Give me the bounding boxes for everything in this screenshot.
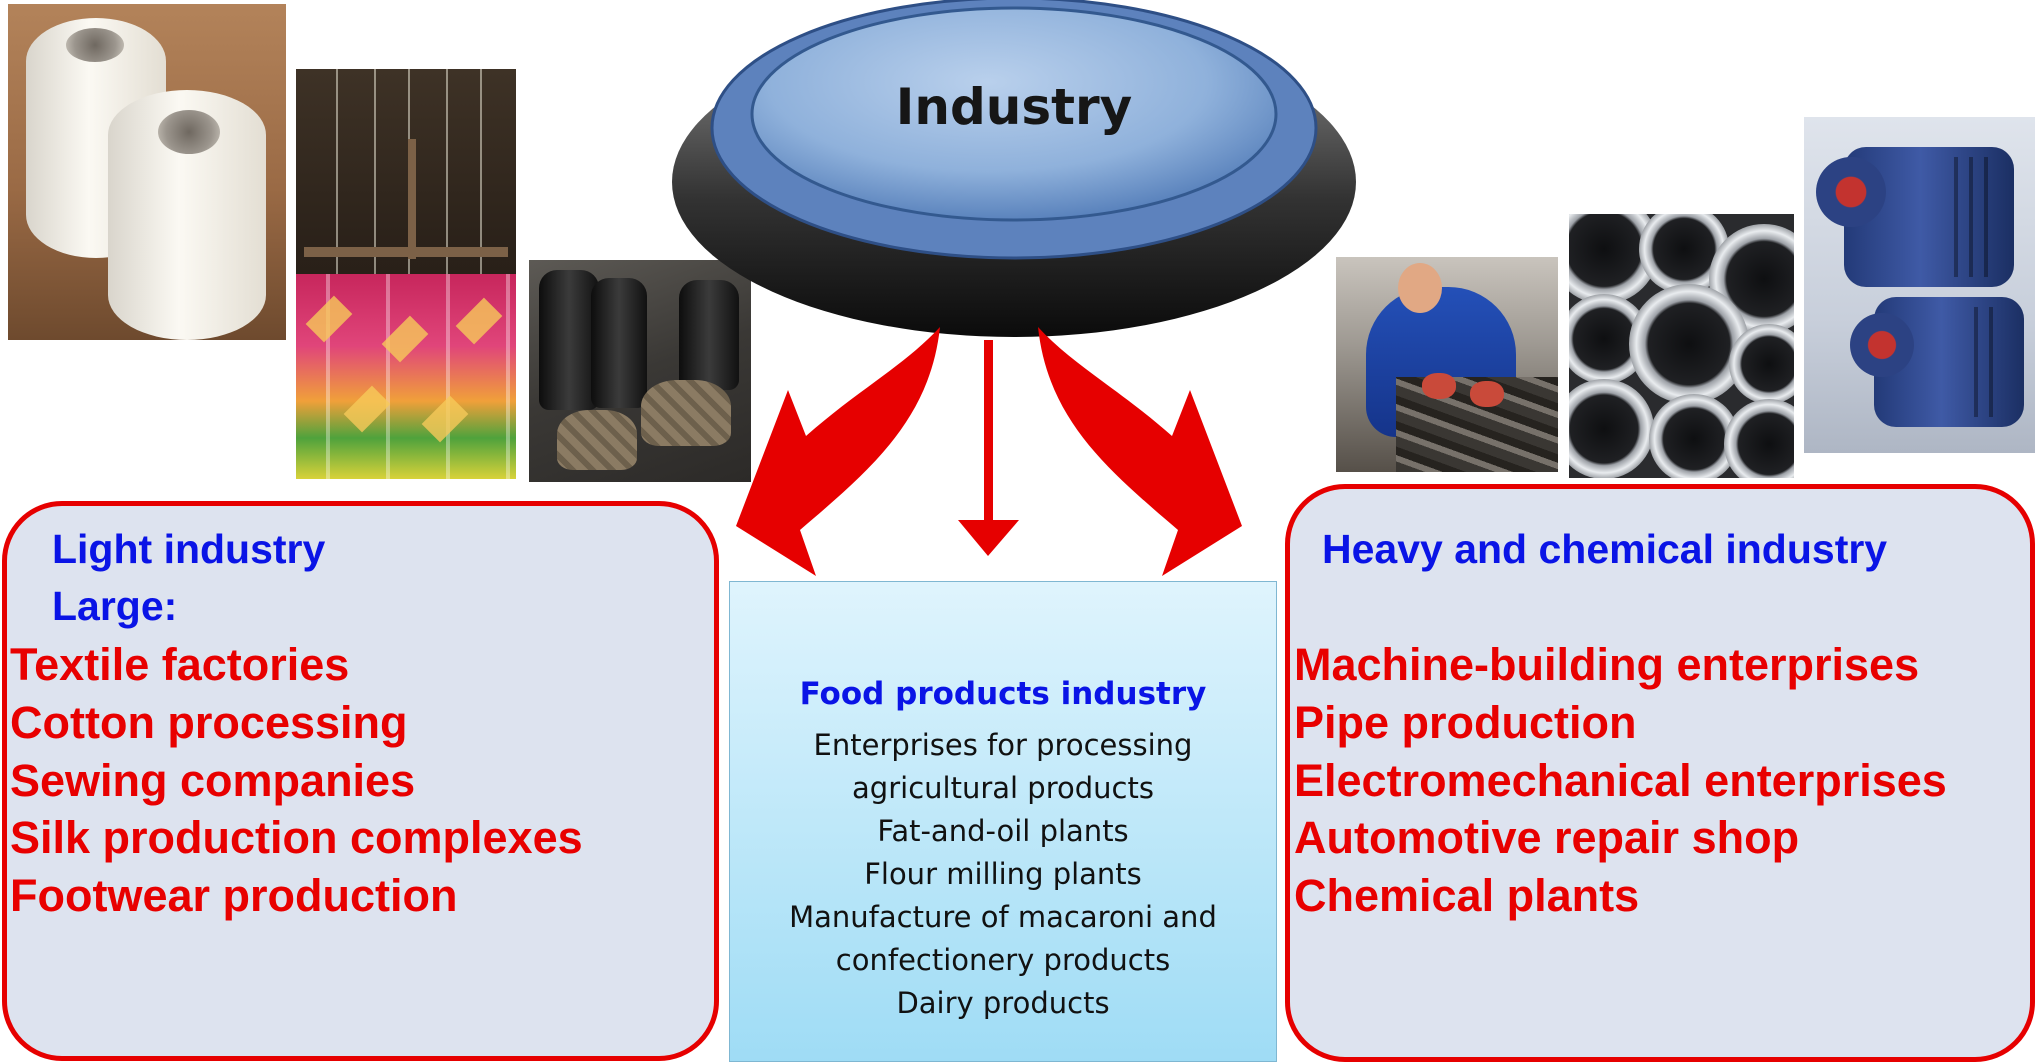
pumps-photo: [1804, 117, 2035, 453]
light-industry-item: Textile factories: [10, 639, 350, 690]
food-industry-line: agricultural products: [852, 771, 1154, 805]
food-industry-line: Manufacture of macaroni and: [789, 900, 1217, 934]
industry-disc-top: [750, 6, 1278, 222]
heavy-industry-item: Electromechanical enterprises: [1294, 755, 1947, 806]
arrow-to-heavy-industry: [1038, 327, 1242, 576]
silk-loom-photo: [296, 69, 516, 479]
yarn-spools-photo: [8, 4, 286, 340]
light-industry-item: Footwear production: [10, 870, 458, 921]
mechanic-photo: [1336, 257, 1558, 472]
food-industry-title: Food products industry: [799, 676, 1207, 712]
arrow-to-food-head: [958, 520, 1019, 556]
light-industry-subtitle: Large:: [52, 583, 178, 629]
light-industry-item: Cotton processing: [10, 697, 408, 748]
industry-title: Industry: [895, 78, 1133, 136]
arrow-to-light-industry: [736, 327, 940, 576]
heavy-industry-item: Machine-building enterprises: [1294, 639, 1920, 690]
food-industry-line: Flour milling plants: [864, 857, 1142, 891]
heavy-industry-item: Chemical plants: [1294, 870, 1640, 921]
food-industry-line: Fat-and-oil plants: [877, 814, 1129, 848]
heavy-industry-box: [1285, 484, 2035, 1062]
heavy-industry-item: Pipe production: [1294, 697, 1637, 748]
light-industry-box: [2, 501, 719, 1061]
food-industry-line: Dairy products: [896, 986, 1110, 1020]
arrow-to-food-shaft: [984, 340, 993, 520]
light-industry-title: Light industry: [52, 526, 326, 572]
food-industry-line: confectionery products: [835, 943, 1171, 977]
light-industry-item: Sewing companies: [10, 755, 416, 806]
food-industry-line: Enterprises for processing: [813, 728, 1193, 762]
shoes-photo: [529, 260, 751, 482]
food-industry-box: Food products industry Enterprises for p…: [729, 581, 1277, 1062]
heavy-industry-item: Automotive repair shop: [1294, 812, 1800, 863]
steel-pipes-photo: [1569, 214, 1794, 478]
heavy-industry-title: Heavy and chemical industry: [1322, 526, 1888, 572]
light-industry-item: Silk production complexes: [10, 812, 583, 863]
